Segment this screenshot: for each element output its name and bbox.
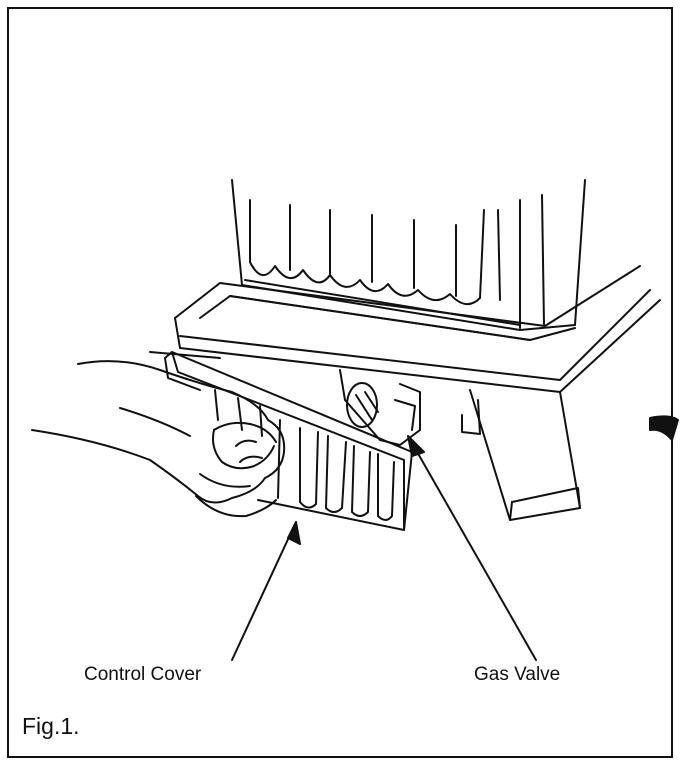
figure-frame — [7, 7, 673, 758]
control-cover-label: Control Cover — [84, 664, 202, 685]
gas-valve-knob — [339, 369, 421, 446]
control-cover-panel — [164, 351, 413, 531]
control-cover-arrow — [231, 521, 301, 661]
heater-base — [174, 265, 679, 521]
heater-body — [231, 179, 586, 331]
hand — [31, 351, 286, 518]
gas-valve-label: Gas Valve — [474, 664, 561, 685]
gas-valve-arrow — [407, 435, 537, 661]
figure-caption: Fig.1. — [22, 713, 80, 739]
